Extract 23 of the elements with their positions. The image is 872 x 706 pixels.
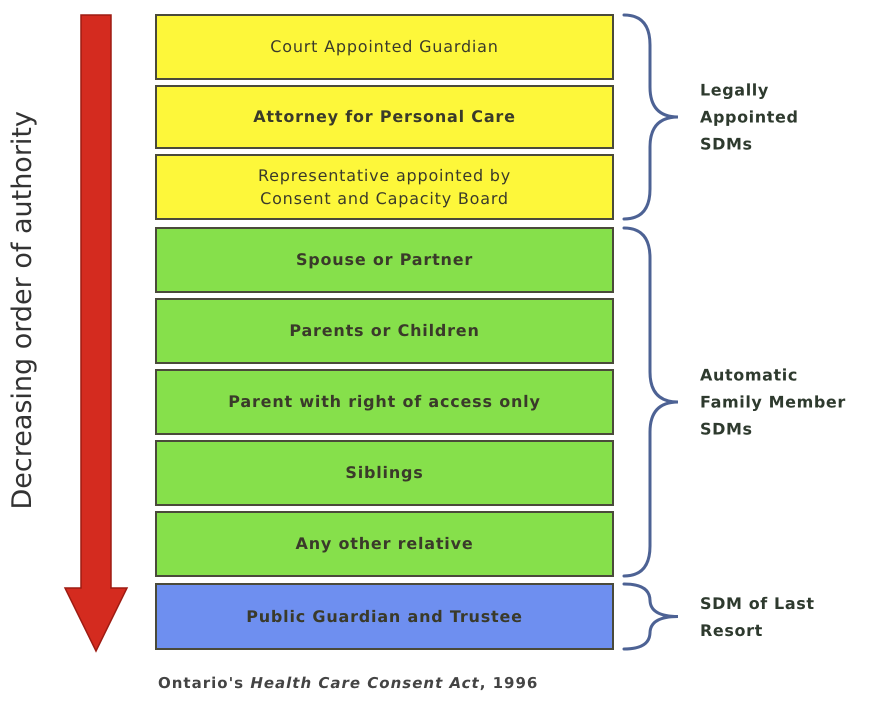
decision-maker-box [155, 511, 614, 577]
role-label: Siblings [345, 462, 424, 484]
role-label: Representative appointed by Consent and Capacity Board [256, 164, 512, 210]
role-label: Court Appointed Guardian [270, 36, 499, 58]
decision-maker-box [155, 227, 614, 293]
role-label: Any other relative [296, 533, 474, 556]
group-label: Legally Appointed SDMs [700, 80, 800, 156]
decision-maker-box [155, 154, 614, 220]
decision-maker-box [155, 583, 614, 650]
role-label: Spouse or Partner [296, 249, 474, 272]
role-label: Attorney for Personal Care [253, 106, 516, 128]
decision-maker-box [155, 440, 614, 506]
decision-maker-box [155, 14, 614, 80]
role-label: Parents or Children [289, 320, 480, 342]
role-label: Public Guardian and Trustee [246, 606, 523, 628]
decision-maker-box [155, 85, 614, 149]
role-label: Parent with right of access only [228, 391, 541, 414]
decision-maker-box [155, 369, 614, 435]
group-label: SDM of Last Resort [700, 592, 816, 642]
caption: Ontario's Health Care Consent Act, 1996 [158, 674, 538, 692]
group-label: Automatic Family Member SDMs [700, 364, 847, 440]
decision-maker-box [155, 298, 614, 364]
direction-label: Decreasing order of authority [6, 110, 38, 510]
